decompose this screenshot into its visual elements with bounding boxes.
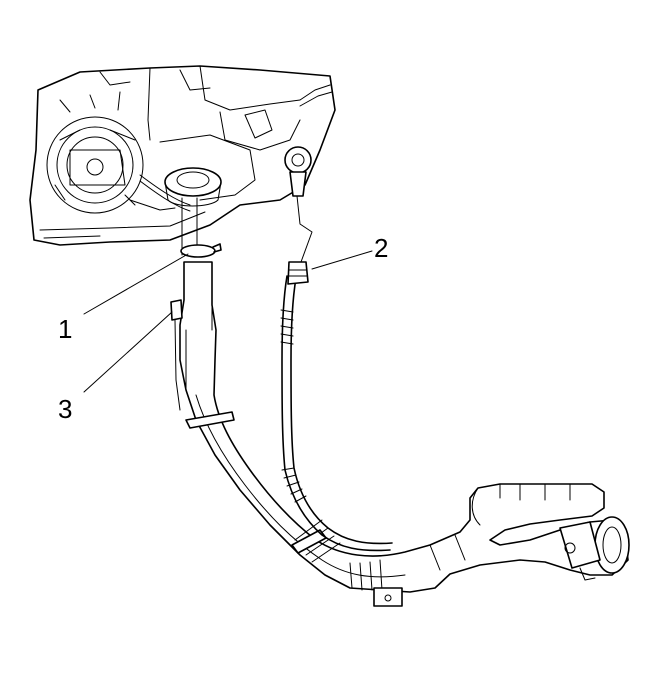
leader-line-2 — [311, 250, 373, 270]
vent-valve — [284, 146, 312, 197]
filler-neck-boss — [164, 167, 222, 207]
vent-hose — [280, 261, 393, 552]
leader-line-1 — [83, 253, 189, 315]
callout-2: 2 — [374, 233, 388, 263]
fuel-filler-pipe — [179, 261, 630, 607]
callout-1: 1 — [58, 314, 72, 344]
callout-3: 3 — [58, 394, 72, 424]
alignment-line-vent — [296, 195, 313, 263]
ground-strap — [170, 299, 183, 411]
leader-line-3 — [83, 311, 173, 393]
hose-clamp — [180, 243, 222, 258]
